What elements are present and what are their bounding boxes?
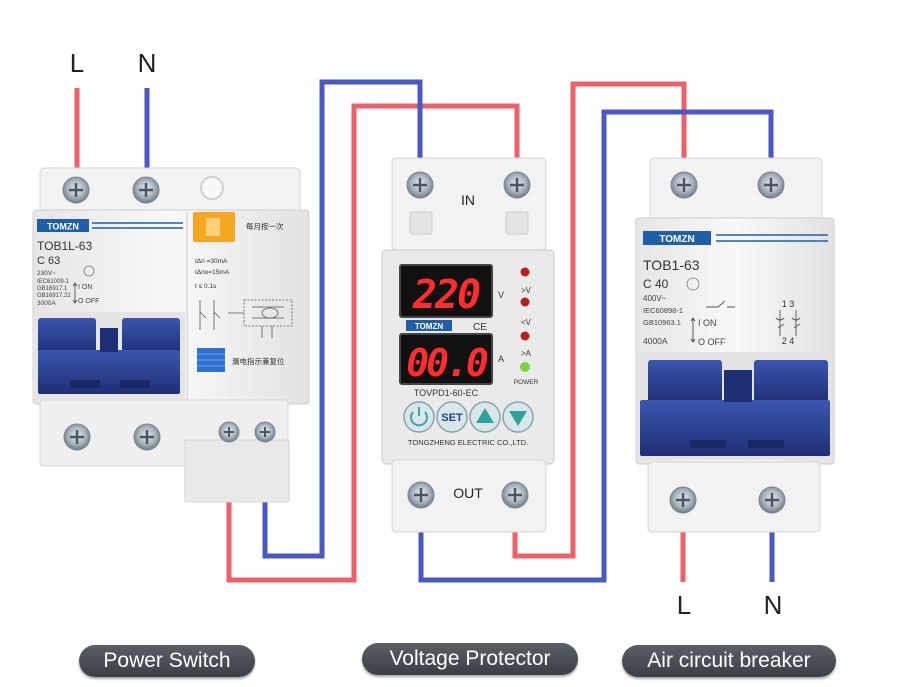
power-switch-schematic [199, 299, 293, 338]
breaker-spec-3: 4000A [643, 336, 668, 346]
protector-brand-badge [406, 320, 452, 331]
protector-out-screw-right[interactable] [501, 481, 529, 509]
power-switch-rating: C 63 [37, 255, 60, 267]
switch-to-protector-live-wire [226, 103, 520, 583]
protector-manufacturer: TONGZHENG ELECTRIC CO.,LTD. [408, 438, 528, 447]
protector-in-screw-right[interactable] [503, 171, 531, 199]
protector-ce-mark: CE [473, 322, 487, 333]
breaker-brand: TOMZN [659, 234, 694, 245]
under-voltage-label: <V [521, 318, 532, 327]
wires [74, 79, 775, 583]
breaker-pole-schematic [775, 310, 801, 336]
power-switch-off-label: O OFF [78, 298, 99, 305]
power-switch-brand-badge [37, 219, 89, 232]
protector-model: TOVPD1-60-EC [414, 388, 479, 398]
protector-bottom-block [391, 459, 547, 533]
set-button-label: SET [441, 412, 463, 424]
breaker-pole-bottom: 2 4 [782, 336, 795, 346]
power-switch-param-1: IΔno=15mA [195, 269, 230, 276]
over-voltage-label: >V [521, 286, 532, 295]
power-switch-caption: Power Switch [79, 645, 255, 677]
top-live-label: L [70, 48, 84, 78]
breaker-off-label: O OFF [698, 337, 726, 347]
protector-to-breaker-live-wire [512, 81, 687, 559]
power-switch-device: TOMZN TOB1L-63 C 63 230V~ IEC61009-1 GB1… [32, 167, 310, 503]
air-breaker-caption: Air circuit breaker [622, 645, 836, 677]
bottom-neutral-label: N [764, 590, 783, 620]
power-led-label: POWER [514, 379, 539, 386]
power-switch-spec-1: IEC61009-1 [37, 279, 70, 285]
breaker-in-screw-neutral[interactable] [757, 171, 785, 199]
up-button[interactable] [469, 401, 501, 433]
power-switch-param-2: t ≤ 0.1s [195, 283, 217, 290]
power-switch-toggle-handle[interactable] [38, 318, 180, 394]
breaker-out-screw-neutral[interactable] [758, 486, 786, 514]
power-led [520, 362, 530, 372]
power-switch-top-screw-live[interactable] [62, 176, 90, 204]
voltage-protector-device: IN OUT 220 V TOMZN CE 00.0 A >V <V >A PO… [381, 157, 555, 533]
power-switch-indicator-note: 漏电指示兼复位 [232, 356, 285, 366]
protector-current-readout: 00.0 [406, 341, 488, 385]
protector-in-screw-left[interactable] [406, 171, 434, 199]
bottom-live-label: L [677, 590, 691, 620]
power-icon [410, 407, 428, 427]
power-switch-spec-4: 3000A [37, 300, 56, 307]
power-switch-test-note: 每月按一次 [246, 221, 284, 231]
breaker-on-label: I ON [698, 318, 717, 328]
breaker-brand-badge [643, 231, 711, 245]
breaker-spec-1: IEC60898-1 [643, 306, 683, 315]
top-neutral-label: N [138, 48, 157, 78]
power-switch-spec-0: 230V~ [37, 270, 56, 277]
power-switch-output-screw-live[interactable] [218, 421, 240, 443]
voltage-protector-caption: Voltage Protector [362, 643, 578, 675]
power-switch-on-label: I ON [78, 284, 92, 291]
breaker-rating: C 40 [643, 277, 669, 291]
over-voltage-led [520, 267, 530, 277]
switch-to-protector-neutral-wire [262, 79, 423, 559]
breaker-spec-2: GB10963.1 [643, 318, 681, 327]
protector-voltage-display [399, 264, 493, 318]
breaker-in-screw-live[interactable] [670, 171, 698, 199]
power-switch-param-0: IΔn =30mA [195, 258, 228, 265]
under-voltage-led [520, 297, 530, 307]
power-switch-test-ring [200, 176, 224, 200]
breaker-pole-top: 1 3 [782, 299, 795, 309]
over-current-label: >A [521, 349, 532, 358]
power-switch-model: TOB1L-63 [37, 239, 92, 253]
protector-out-screw-left[interactable] [407, 481, 435, 509]
protector-voltage-readout: 220 [412, 272, 480, 318]
power-switch-output-screw-neutral[interactable] [254, 421, 276, 443]
power-switch-top-screw-neutral[interactable] [132, 176, 160, 204]
power-switch-spec-2: GB16917.1 [37, 286, 68, 292]
over-current-led [520, 331, 530, 341]
protector-in-label: IN [461, 192, 475, 208]
protector-current-unit: A [498, 354, 504, 364]
up-arrow-icon [476, 408, 494, 423]
breaker-out-screw-live[interactable] [669, 486, 697, 514]
power-switch-brand: TOMZN [47, 222, 79, 232]
protector-voltage-unit: V [498, 290, 504, 300]
power-switch-bottom-screw-right[interactable] [133, 423, 161, 451]
breaker-spec-0: 400V~ [643, 294, 667, 303]
breaker-toggle-handle[interactable] [640, 360, 830, 456]
breaker-model: TOB1-63 [643, 257, 700, 273]
protector-current-display [399, 333, 493, 385]
protector-out-label: OUT [453, 485, 483, 501]
down-arrow-icon [509, 411, 527, 426]
breaker-bottom-block [647, 461, 821, 533]
set-button[interactable]: SET [436, 401, 468, 433]
power-button[interactable] [403, 401, 435, 433]
protector-to-breaker-neutral-wire [418, 109, 774, 583]
protector-brand: TOMZN [415, 322, 444, 331]
power-switch-spec-3: GB16917.22 [37, 293, 71, 299]
air-breaker-device: TOMZN TOB1-63 C 40 400V~ IEC60898-1 GB10… [635, 157, 835, 533]
power-switch-bottom-screw-left[interactable] [63, 423, 91, 451]
down-button[interactable] [502, 401, 534, 433]
